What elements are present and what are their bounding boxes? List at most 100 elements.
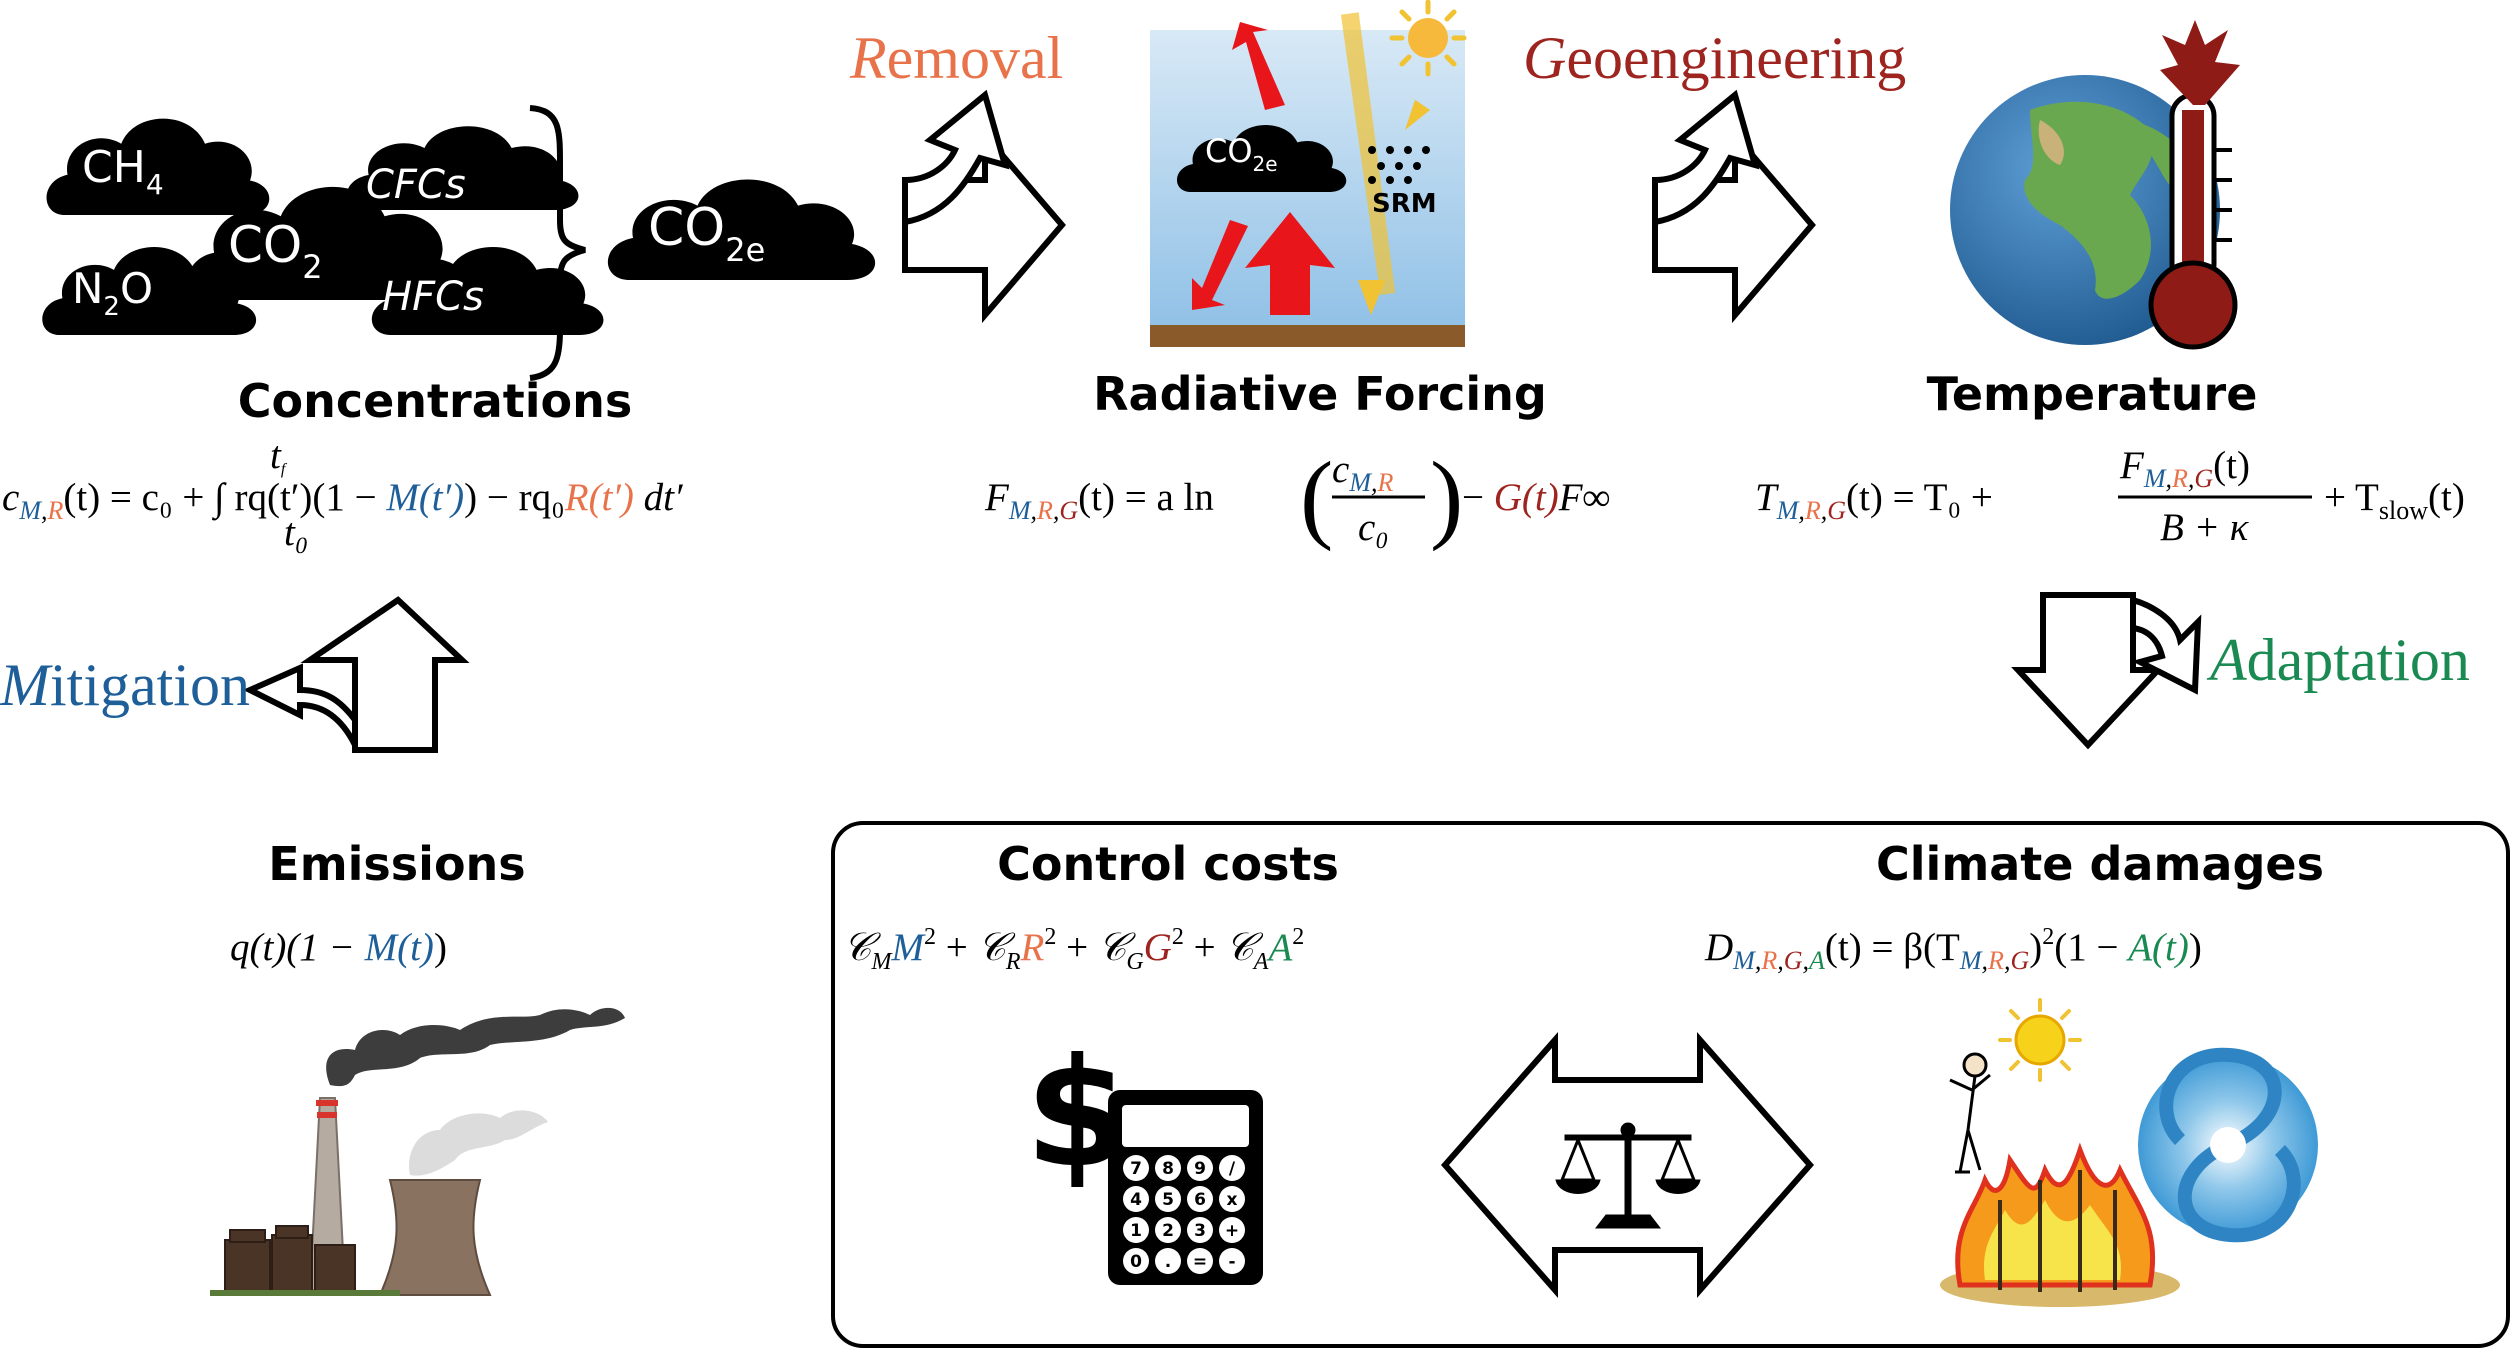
tradeoff-double-arrow [1441, 1032, 1814, 1298]
cooling-tower [378, 1179, 492, 1296]
co2-label: CO [228, 216, 302, 274]
calculator-key-label: = [1193, 1252, 1207, 1272]
forcing-right-paren: ) [1430, 441, 1463, 552]
calculator-key-label: 8 [1162, 1159, 1174, 1179]
emissions-equation: q(t)(1 − M(t)) [230, 926, 447, 969]
calculator-key [1123, 1155, 1149, 1181]
calculator-key-label: 5 [1162, 1190, 1174, 1210]
calculator-key-label: x [1227, 1190, 1238, 1210]
svg-text:cM,R: cM,R [1332, 448, 1393, 497]
integral-lower-limit: t₀ [284, 511, 308, 554]
greenhouse-gas-clouds: CH4 N2O CO2 CFCs HFCs [42, 118, 604, 335]
calculator-key [1187, 1248, 1213, 1274]
srm-aerosol-dots [1368, 146, 1430, 184]
radiative-forcing-equation: FM,R,G(t) = a ln [984, 476, 1214, 525]
geoengineering-branch-arrow [1652, 89, 1816, 324]
svg-text:B + κ: B + κ [2160, 506, 2250, 549]
calculator-key-label: / [1229, 1159, 1236, 1179]
trapped-heat-arrow [1245, 212, 1335, 315]
ground-strip [1150, 325, 1465, 347]
climate-damages-equation: DM,R,G,A(t) = β(TM,R,G)2(1 − A(t)) [1704, 924, 2202, 975]
calculator-key [1155, 1248, 1181, 1274]
forcing-co2e-label: CO [1205, 132, 1253, 170]
emissions-title: Emissions [268, 837, 525, 891]
radiative-forcing-title: Radiative Forcing [1093, 367, 1547, 421]
damages-sun-icon [1998, 998, 2082, 1082]
calculator-key [1219, 1155, 1245, 1181]
wildfire-icon [1940, 1142, 2180, 1307]
calculator-key-label: 7 [1130, 1159, 1142, 1179]
removal-control-label: Removal [849, 25, 1063, 91]
svg-text:− G(t)F∞: − G(t)F∞ [1462, 476, 1610, 519]
forcing-left-paren: ( [1300, 441, 1333, 552]
svg-text:CH4: CH4 [82, 142, 164, 201]
scales-icon [1555, 1122, 1701, 1229]
calculator-key [1155, 1186, 1181, 1212]
control-costs-title: Control costs [997, 837, 1339, 891]
cfcs-label: CFCs [366, 162, 466, 208]
calculator-key [1219, 1248, 1245, 1274]
concentrations-equation: cM,R(t) = c₀ + ∫ rq(t′)(1 − M(t′)) − rq₀… [2, 476, 683, 525]
calculator-key [1123, 1217, 1149, 1243]
mitigation-control-label: Mitigation [0, 652, 250, 718]
co2e-label: CO [648, 198, 725, 258]
svg-text:CO2: CO2 [228, 216, 323, 286]
calculator-key-label: 3 [1194, 1221, 1206, 1241]
climate-damages-title: Climate damages [1876, 837, 2324, 891]
absorbed-radiation-arrow [1192, 220, 1248, 310]
calculator-key-label: 4 [1130, 1190, 1142, 1210]
sun-icon [1389, 0, 1467, 77]
n2o-label-o: O [120, 264, 153, 313]
person-icon [1949, 1052, 1991, 1174]
calculator-key [1219, 1186, 1245, 1212]
calculator-key [1187, 1186, 1213, 1212]
calculator-key-label: 0 [1130, 1252, 1142, 1272]
calculator-key-label: 6 [1194, 1190, 1206, 1210]
control-costs-equation: 𝒞MM2 + 𝒞RR2 + 𝒞GG2 + 𝒞AA2 [843, 924, 1304, 975]
n2o-subscript: 2 [103, 292, 120, 322]
svg-text:CO2e: CO2e [648, 198, 765, 269]
power-plant-icon [210, 1007, 625, 1296]
adaptation-control-label: Adaptation [2206, 627, 2470, 693]
calculator-key-label: 9 [1194, 1159, 1206, 1179]
thermometer-icon [2148, 20, 2240, 350]
integral-upper-limit: t [270, 434, 282, 477]
hurricane-icon [2138, 1047, 2318, 1243]
n2o-label-n: N [72, 264, 103, 313]
ch4-label: CH [82, 142, 146, 193]
temperature-title: Temperature [1927, 367, 2258, 421]
srm-label: SRM [1372, 189, 1437, 219]
calculator-key-label: + [1225, 1221, 1239, 1241]
grouping-brace [529, 105, 586, 381]
reflected-sunlight-arrow [1405, 95, 1430, 130]
calculator-key-label: 2 [1162, 1221, 1174, 1241]
smoke-plume [326, 1007, 625, 1087]
downward-sunlight-arrow [1358, 280, 1385, 315]
ch4-subscript: 4 [146, 168, 164, 201]
calculator-key [1187, 1155, 1213, 1181]
calculator-key-label: - [1228, 1252, 1235, 1272]
calculator-key [1219, 1217, 1245, 1243]
calculator-key [1123, 1248, 1149, 1274]
adaptation-branch-arrow [2011, 592, 2202, 750]
svg-text:+ Tslow(t): + Tslow(t) [2324, 476, 2465, 525]
forcing-co2e-subscript: 2e [1253, 152, 1278, 176]
mitigation-branch-arrow [242, 596, 470, 753]
svg-text:CO2e: CO2e [1205, 132, 1278, 176]
radiative-forcing-panel: CO2e SRM [1150, 12, 1465, 347]
outgoing-radiation-arrow [1232, 22, 1285, 110]
removal-branch-arrow [902, 89, 1066, 324]
steam-plume [409, 1110, 548, 1176]
svg-text:tf: tf [270, 434, 288, 478]
calculator-key [1187, 1217, 1213, 1243]
hfcs-label: HFCs [382, 274, 484, 320]
geoengineering-control-label: Geoengineering [1523, 25, 1906, 91]
calculator-key-label: 1 [1130, 1221, 1142, 1241]
earth-icon [1950, 75, 2220, 345]
incoming-sunlight-beam [1340, 12, 1396, 295]
calculator-key-label: . [1165, 1252, 1171, 1272]
co2e-subscript: 2e [725, 231, 765, 269]
calculator-key [1123, 1186, 1149, 1212]
